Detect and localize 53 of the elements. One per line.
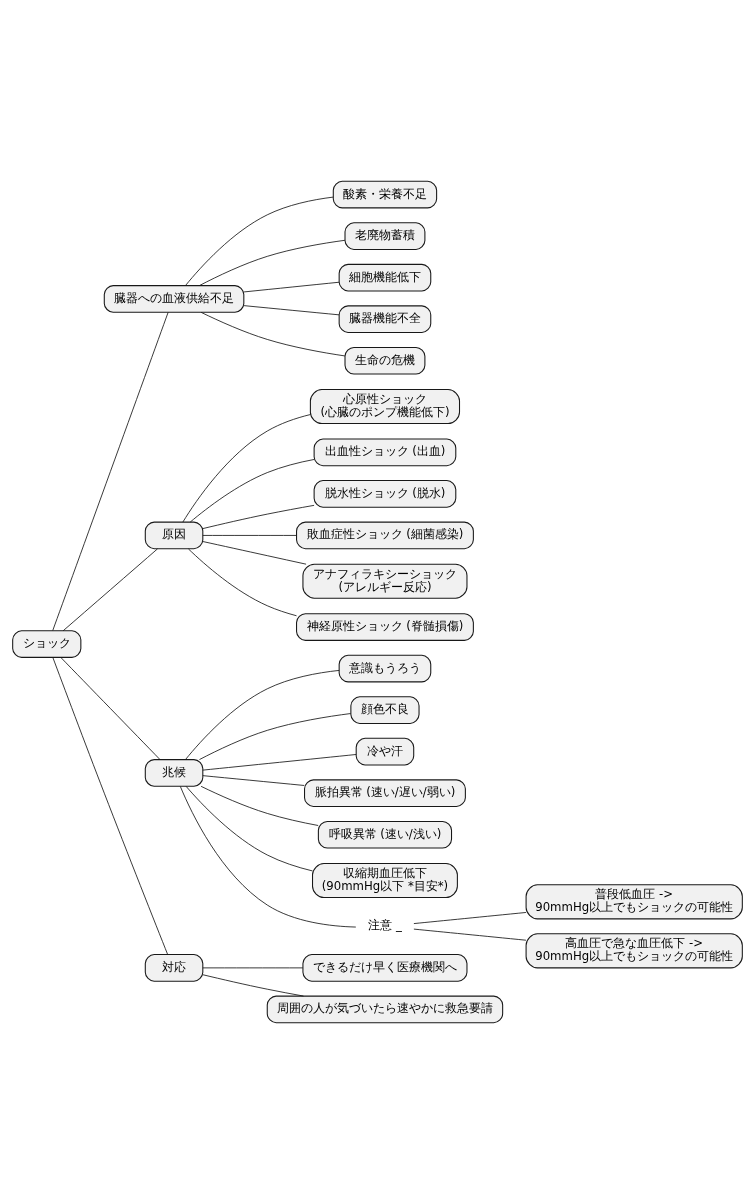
connector	[413, 911, 527, 924]
node-box: 臓器機能不全	[338, 304, 432, 333]
connector	[185, 785, 313, 871]
node-box: 顔色不良	[350, 695, 420, 724]
node-box: 収縮期血圧低下 (90mmHg以下 *目安*)	[312, 862, 458, 898]
node-box: 生命の危機	[344, 346, 426, 375]
connector	[202, 753, 357, 771]
node-box: 酸素・栄養不足	[332, 180, 438, 208]
node-box: 細胞機能低下	[338, 263, 432, 291]
connector	[62, 547, 158, 631]
node-box: 対応	[144, 953, 204, 982]
connector	[202, 774, 305, 786]
node-box: 老廃物蓄積	[344, 221, 426, 250]
connector	[199, 239, 346, 286]
connector	[200, 311, 346, 356]
node-box: 敗血症性ショック (細菌感染)	[296, 521, 474, 549]
connector	[243, 304, 340, 315]
connector	[202, 973, 304, 996]
node-box: 心原性ショック (心臓のポンプ機能低下)	[309, 388, 461, 424]
connector	[60, 656, 161, 760]
node-box: 普段低血圧 -> 90mmHg以上でもショックの可能性	[525, 883, 743, 919]
connector	[185, 196, 334, 286]
connector	[243, 281, 340, 292]
connector	[182, 413, 311, 522]
node-box: 臓器への血液供給不足	[103, 284, 245, 313]
connector	[188, 548, 297, 616]
connector	[202, 540, 307, 565]
connector	[52, 311, 169, 631]
connector	[200, 785, 319, 826]
node-box: 神経原性ショック (脊髄損傷)	[296, 612, 474, 641]
node-box: アナフィラキシーショック (アレルギー反応)	[302, 563, 468, 599]
node-box: 出血性ショック (出血)	[313, 438, 457, 466]
connector	[179, 785, 357, 927]
node-box: 意識もうろう	[338, 654, 432, 682]
node-box: できるだけ早く医療機関へ	[302, 953, 468, 982]
node-box: 原因	[144, 521, 204, 549]
node-box: 脱水性ショック (脱水)	[313, 479, 457, 508]
node-box: 高血圧で急な血圧低下 -> 90mmHg以上でもショックの可能性	[525, 932, 743, 968]
connector	[202, 966, 304, 968]
connector	[202, 534, 297, 536]
node-text: 注意 _	[368, 917, 402, 932]
connector	[185, 669, 340, 760]
connector	[413, 928, 527, 941]
connector	[189, 458, 315, 522]
node-box: ショック	[12, 629, 82, 658]
node-box: 周囲の人が気づいたら速やかに救急要請	[266, 995, 504, 1023]
connector	[199, 712, 352, 760]
node-box: 呼吸異常 (速い/浅い)	[317, 820, 453, 849]
connector	[202, 504, 315, 529]
node-box: 脈拍異常 (速い/遅い/弱い)	[304, 778, 466, 807]
connector	[52, 656, 168, 955]
node-box: 兆候	[144, 758, 204, 787]
node-box: 冷や汗	[355, 737, 415, 765]
